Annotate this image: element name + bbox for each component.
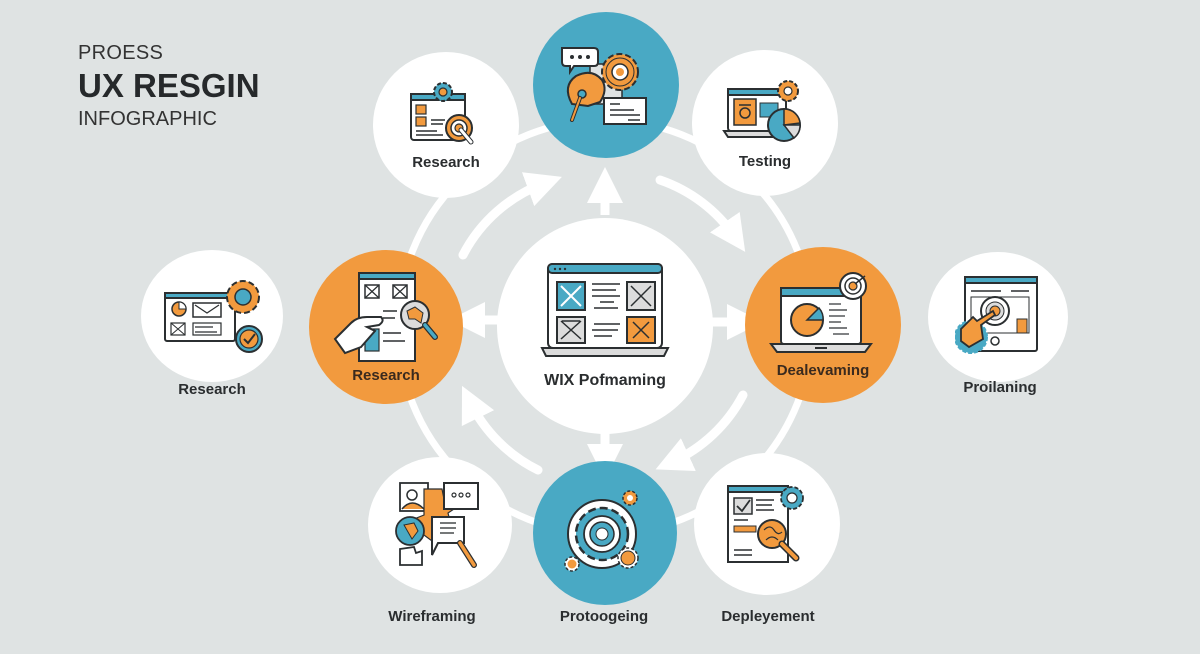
title-block: PROESS UX RESGIN INFOGRAPHIC: [78, 42, 260, 131]
document-check-magnifier-gear-icon: [727, 485, 804, 563]
research-dashboard-target-icon: [410, 81, 474, 144]
arc-arrow-bottom-right: [655, 390, 748, 471]
node-research-far-left-label: Research: [178, 381, 246, 398]
laptop-pie-chart-gear-icon: [722, 79, 801, 142]
node-proilaning: [928, 252, 1068, 382]
arc-arrow-top-right: [655, 175, 746, 252]
node-depleyement-label: Depleyement: [721, 608, 815, 625]
browser-hand-click-icon: [955, 276, 1038, 354]
node-research-top: Research: [373, 52, 519, 198]
node-testing: Testing: [692, 50, 838, 196]
document-hand-magnifier-icon: [333, 271, 438, 362]
head-gear-chat-icon: [561, 47, 647, 125]
node-research-far-left: [141, 250, 283, 382]
node-protoogeing: [533, 461, 677, 605]
node-wireframing-label: Wireframing: [388, 608, 476, 625]
puzzle-chat-globe-icon: [395, 482, 479, 568]
monitor-pie-chart-target-icon: [769, 271, 873, 353]
node-depleyement: [694, 453, 840, 595]
node-ideation-top: [533, 12, 679, 158]
node-proilaning-label: Proilaning: [963, 379, 1037, 396]
node-dealevaming-label: Dealevaming: [776, 361, 870, 379]
dashboard-gear-check-icon: [164, 280, 263, 353]
arc-arrow-bottom-left: [461, 385, 543, 475]
gears-icon: [564, 490, 639, 572]
center-hub-label: WIX Pofmaming: [544, 372, 666, 389]
inner-cycle-arrows: [458, 172, 748, 475]
node-dealevaming: Dealevaming: [745, 247, 901, 403]
node-research-inner-label: Research: [352, 366, 420, 384]
title-line-3: INFOGRAPHIC: [78, 108, 217, 130]
node-research-inner: Research: [309, 250, 463, 404]
wireframe-laptop-icon: [540, 263, 670, 357]
node-research-top-label: Research: [412, 153, 480, 171]
node-protoogeing-label: Protoogeing: [559, 608, 649, 625]
title-line-1: PROESS: [78, 42, 164, 64]
arc-arrow-top-left: [458, 172, 562, 260]
center-hub-node: WIX Pofmaming: [497, 218, 713, 434]
node-testing-label: Testing: [738, 152, 792, 170]
node-wireframing: [368, 457, 512, 593]
title-main: UX RESGIN: [78, 67, 260, 104]
